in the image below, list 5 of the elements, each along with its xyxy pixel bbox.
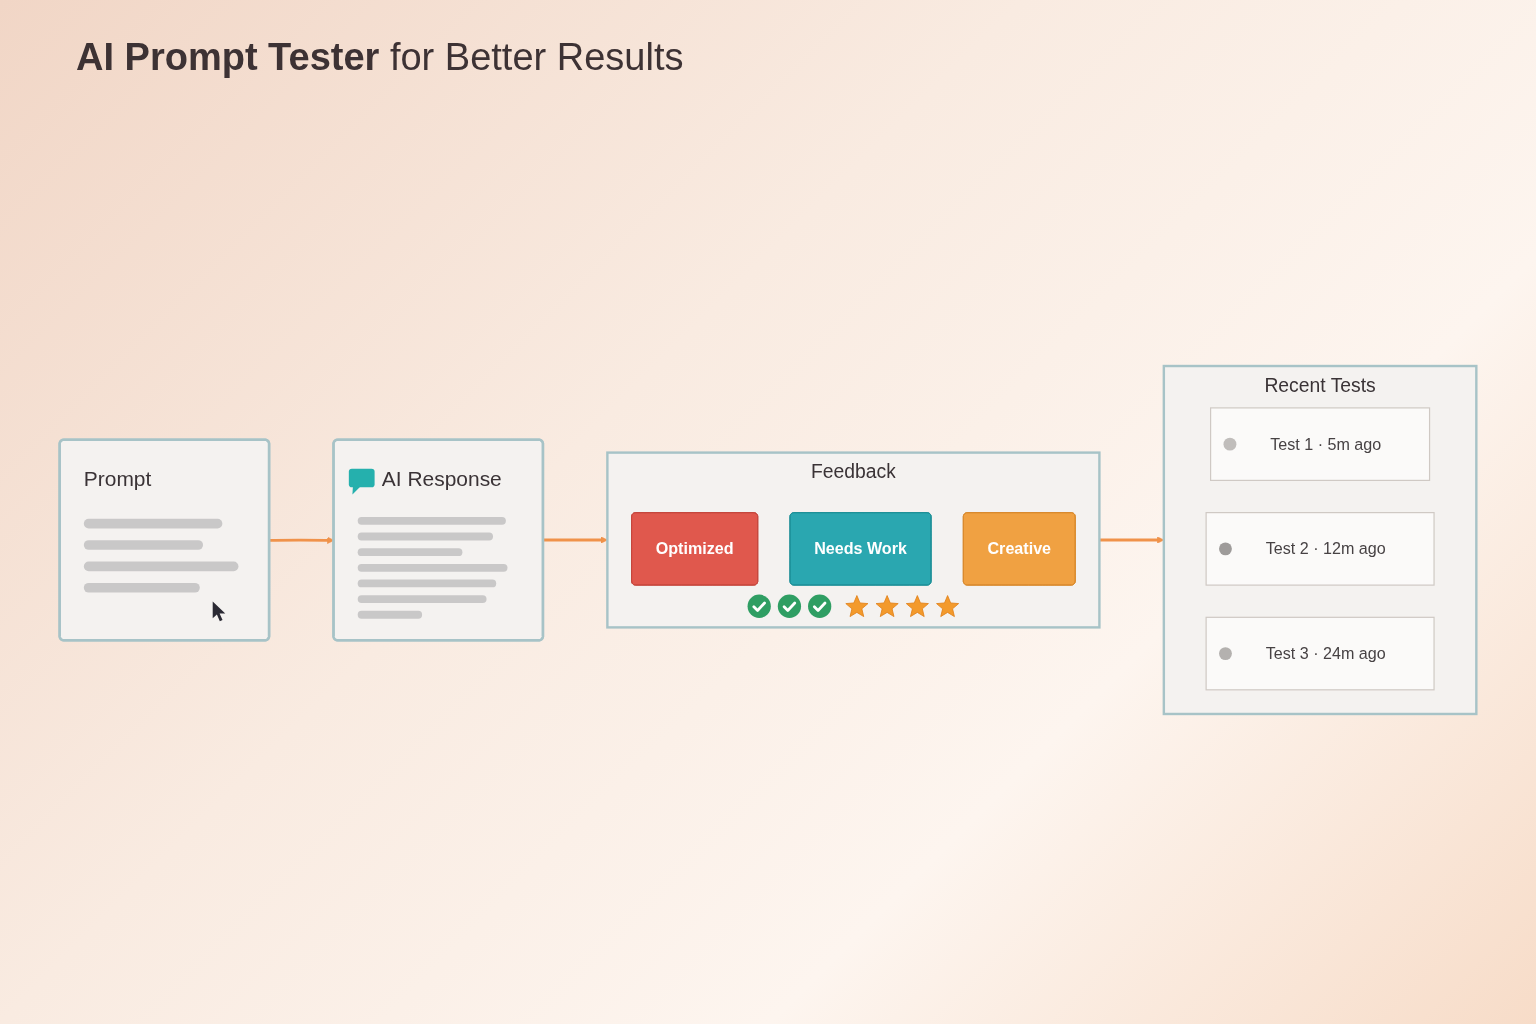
node-box: Test 3 · 24m ago [1205, 616, 1435, 691]
node-box: Test 1 · 5m ago [1210, 407, 1431, 481]
arrow [542, 536, 608, 544]
diagram-title: AI Prompt Tester for Better Results [76, 36, 684, 79]
node-box: Test 2 · 12m ago [1205, 512, 1435, 586]
